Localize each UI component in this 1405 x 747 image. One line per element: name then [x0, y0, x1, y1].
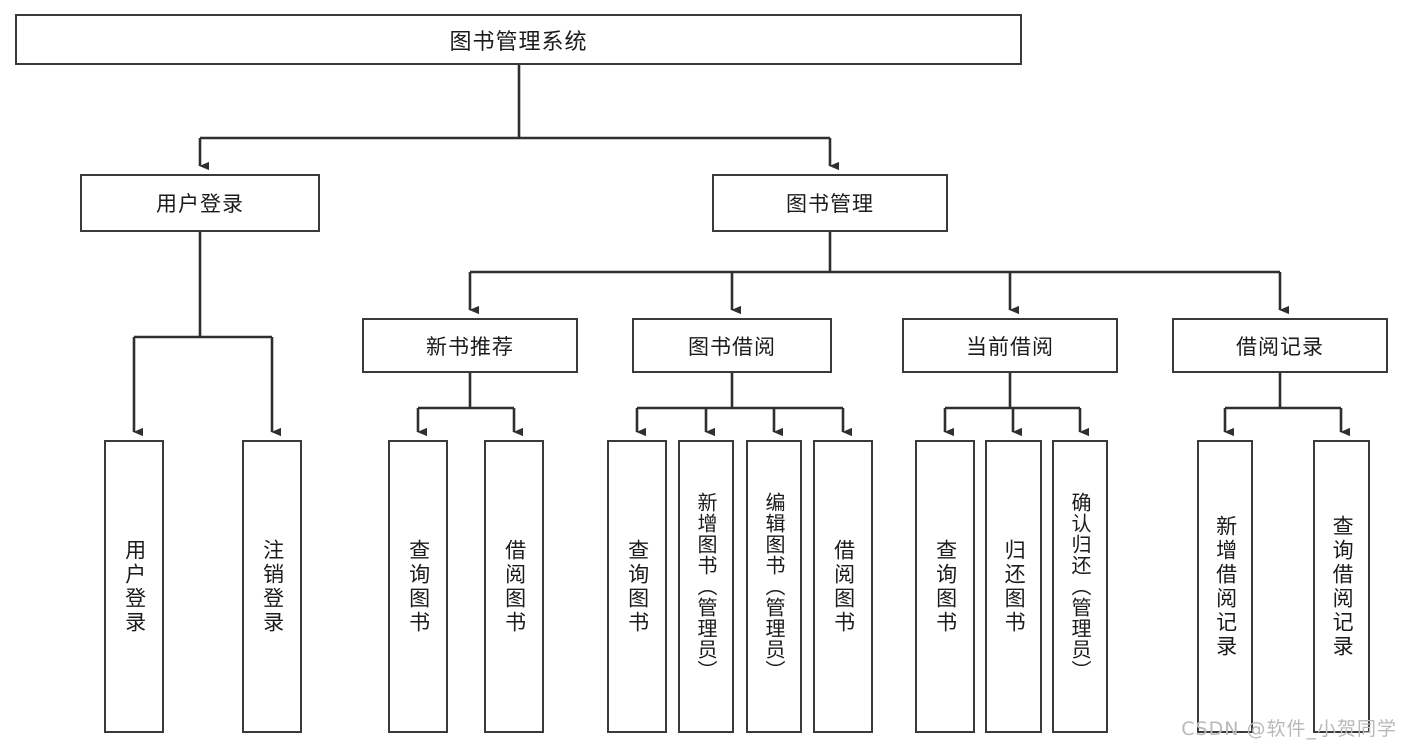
leaf-add-record-label: 新增借阅记录	[1213, 514, 1238, 659]
node-root-label: 图书管理系统	[449, 29, 588, 55]
node-new-book-rec-label: 新书推荐	[426, 334, 514, 359]
leaf-query-record-label: 查询借阅记录	[1330, 514, 1355, 659]
leaf-query-book-3-label: 查询图书	[933, 538, 958, 635]
node-borrow-record[interactable]: 借阅记录	[1172, 318, 1388, 373]
node-user-login[interactable]: 用户登录	[80, 174, 320, 232]
node-book-manage-label: 图书管理	[786, 192, 874, 216]
leaf-query-book-2[interactable]: 查询图书	[607, 440, 667, 733]
leaf-edit-book[interactable]: 编辑图书（管理员）	[746, 440, 802, 733]
leaf-query-book-2-label: 查询图书	[625, 538, 650, 635]
node-new-book-rec[interactable]: 新书推荐	[362, 318, 578, 373]
leaf-query-book-1[interactable]: 查询图书	[388, 440, 448, 733]
leaf-add-book-label: 新增图书（管理员）	[694, 492, 718, 681]
node-borrow-record-label: 借阅记录	[1236, 334, 1324, 359]
leaf-query-book-1-label: 查询图书	[406, 538, 431, 635]
leaf-borrow-book-1[interactable]: 借阅图书	[484, 440, 544, 733]
leaf-user-login-label: 用户登录	[122, 538, 147, 635]
node-book-manage[interactable]: 图书管理	[712, 174, 948, 232]
node-root[interactable]: 图书管理系统	[15, 14, 1022, 65]
node-book-borrow-label: 图书借阅	[688, 334, 776, 359]
leaf-borrow-book-2[interactable]: 借阅图书	[813, 440, 873, 733]
node-book-borrow[interactable]: 图书借阅	[632, 318, 832, 373]
node-current-borrow[interactable]: 当前借阅	[902, 318, 1118, 373]
leaf-edit-book-label: 编辑图书（管理员）	[762, 492, 786, 681]
leaf-confirm-return-label: 确认归还（管理员）	[1068, 492, 1092, 681]
leaf-user-logout-label: 注销登录	[260, 538, 285, 635]
leaf-borrow-book-2-label: 借阅图书	[831, 538, 856, 635]
leaf-borrow-book-1-label: 借阅图书	[502, 538, 527, 635]
leaf-user-login[interactable]: 用户登录	[104, 440, 164, 733]
leaf-add-record[interactable]: 新增借阅记录	[1197, 440, 1253, 733]
leaf-add-book[interactable]: 新增图书（管理员）	[678, 440, 734, 733]
leaf-query-book-3[interactable]: 查询图书	[915, 440, 975, 733]
leaf-return-book[interactable]: 归还图书	[985, 440, 1042, 733]
node-current-borrow-label: 当前借阅	[966, 334, 1054, 359]
leaf-confirm-return[interactable]: 确认归还（管理员）	[1052, 440, 1108, 733]
node-user-login-label: 用户登录	[156, 192, 244, 216]
leaf-return-book-label: 归还图书	[1002, 538, 1027, 635]
leaf-query-record[interactable]: 查询借阅记录	[1313, 440, 1370, 733]
leaf-user-logout[interactable]: 注销登录	[242, 440, 302, 733]
